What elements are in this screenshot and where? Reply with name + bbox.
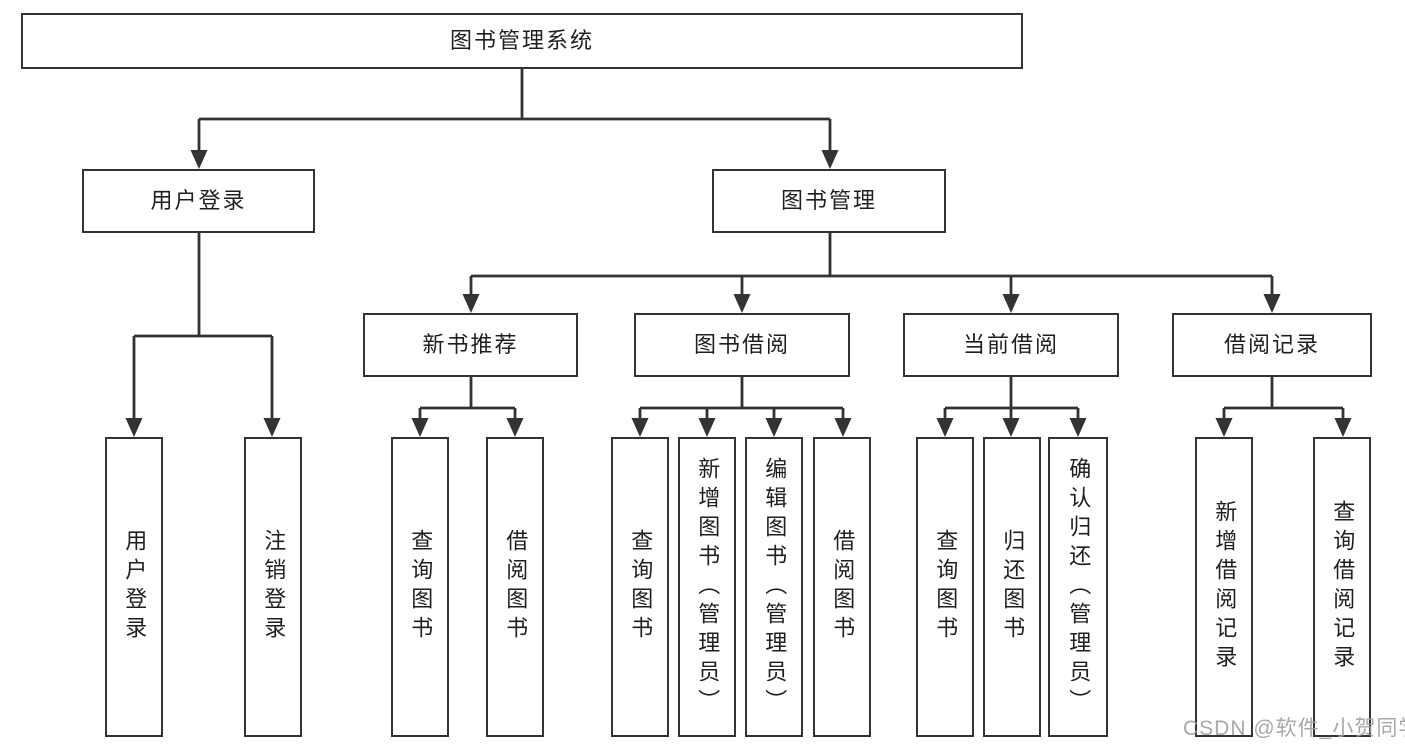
node-book-borrow: 图书借阅 <box>634 313 850 377</box>
leaf-current-return-books: 归还图书 <box>983 437 1041 737</box>
connector-bookborrow-to-leaves <box>638 377 845 419</box>
arrowheads-level2 <box>190 150 839 169</box>
arrowheads-newbook-leaves <box>411 418 524 437</box>
watermark-text: CSDN @软件_小贺同学 <box>1183 717 1405 740</box>
leaf-records-query-record: 查询借阅记录 <box>1313 437 1371 737</box>
leaf-newbook-query-books: 查询图书 <box>391 437 449 737</box>
leaf-user-login: 用户登录 <box>105 437 163 737</box>
node-book-management: 图书管理 <box>712 169 946 233</box>
arrowheads-bookborrow-leaves <box>631 418 852 437</box>
node-current-borrow: 当前借阅 <box>903 313 1119 377</box>
leaf-borrow-borrow-books: 借阅图书 <box>813 437 871 737</box>
node-library-system: 图书管理系统 <box>21 13 1023 69</box>
node-borrow-records: 借阅记录 <box>1172 313 1372 377</box>
connector-bookmgmt-to-level3 <box>469 233 1274 295</box>
leaf-current-confirm-return-admin: 确认归还（管理员） <box>1048 437 1108 737</box>
arrowheads-level3 <box>462 294 1281 313</box>
connector-records-to-leaves <box>1222 377 1345 419</box>
node-user-login: 用户登录 <box>82 169 315 233</box>
arrowheads-records-leaves <box>1215 418 1352 437</box>
node-new-book-recommend: 新书推荐 <box>363 313 578 377</box>
leaf-current-query-books: 查询图书 <box>916 437 974 737</box>
connector-root-to-level2 <box>197 69 832 151</box>
connector-newbook-to-leaves <box>418 377 517 419</box>
connector-userlogin-to-leaves <box>132 233 274 419</box>
connector-currentborrow-to-leaves <box>943 377 1080 419</box>
leaf-borrow-query-books: 查询图书 <box>611 437 669 737</box>
leaf-logout-login: 注销登录 <box>244 437 302 737</box>
leaf-borrow-add-books-admin: 新增图书（管理员） <box>678 437 736 737</box>
leaf-records-add-record: 新增借阅记录 <box>1195 437 1253 737</box>
arrowheads-userlogin-leaves <box>125 418 281 437</box>
leaf-borrow-edit-books-admin: 编辑图书（管理员） <box>745 437 803 737</box>
arrowheads-currentborrow-leaves <box>936 418 1087 437</box>
leaf-newbook-borrow-books: 借阅图书 <box>486 437 544 737</box>
